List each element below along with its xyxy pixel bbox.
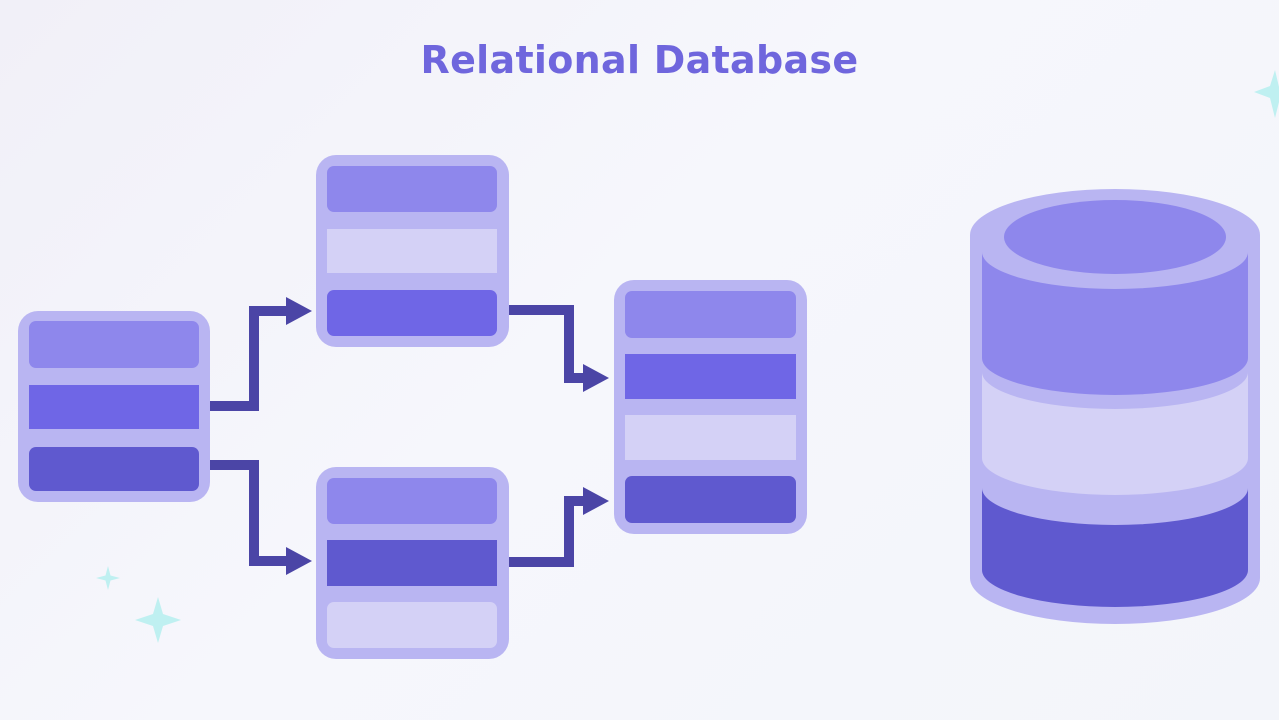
bottom-table — [316, 467, 509, 659]
table-row — [625, 415, 796, 460]
sparkle-icon — [96, 566, 120, 590]
database-top — [1004, 200, 1226, 274]
table-row — [29, 385, 199, 429]
table-row — [327, 229, 497, 273]
database-band — [982, 252, 1248, 395]
sparkle-icon — [135, 597, 181, 643]
table-row — [625, 291, 796, 338]
table-row — [327, 478, 497, 524]
arrow-head — [286, 547, 312, 575]
target-table — [614, 280, 807, 534]
relation-arrow-top-to-target — [509, 305, 587, 383]
table-row — [625, 476, 796, 523]
database-icon — [970, 189, 1260, 624]
table-row — [327, 540, 497, 586]
relation-arrow-source-to-bottom — [210, 460, 290, 566]
relation-arrow-bottom-to-target — [509, 496, 587, 567]
arrow-head — [286, 297, 312, 325]
table-row — [327, 166, 497, 212]
database-band — [982, 488, 1248, 607]
page-title: Relational Database — [420, 38, 859, 82]
top-table — [316, 155, 509, 347]
table-row — [327, 602, 497, 648]
arrow-head — [583, 364, 609, 392]
database-band — [982, 372, 1248, 495]
arrow-head — [583, 487, 609, 515]
table-row — [327, 290, 497, 336]
table-row — [29, 321, 199, 368]
table-row — [625, 354, 796, 399]
table-row — [29, 447, 199, 491]
sparkle-icon — [1254, 70, 1279, 118]
relation-arrow-source-to-top — [210, 306, 290, 411]
source-table — [18, 311, 210, 502]
